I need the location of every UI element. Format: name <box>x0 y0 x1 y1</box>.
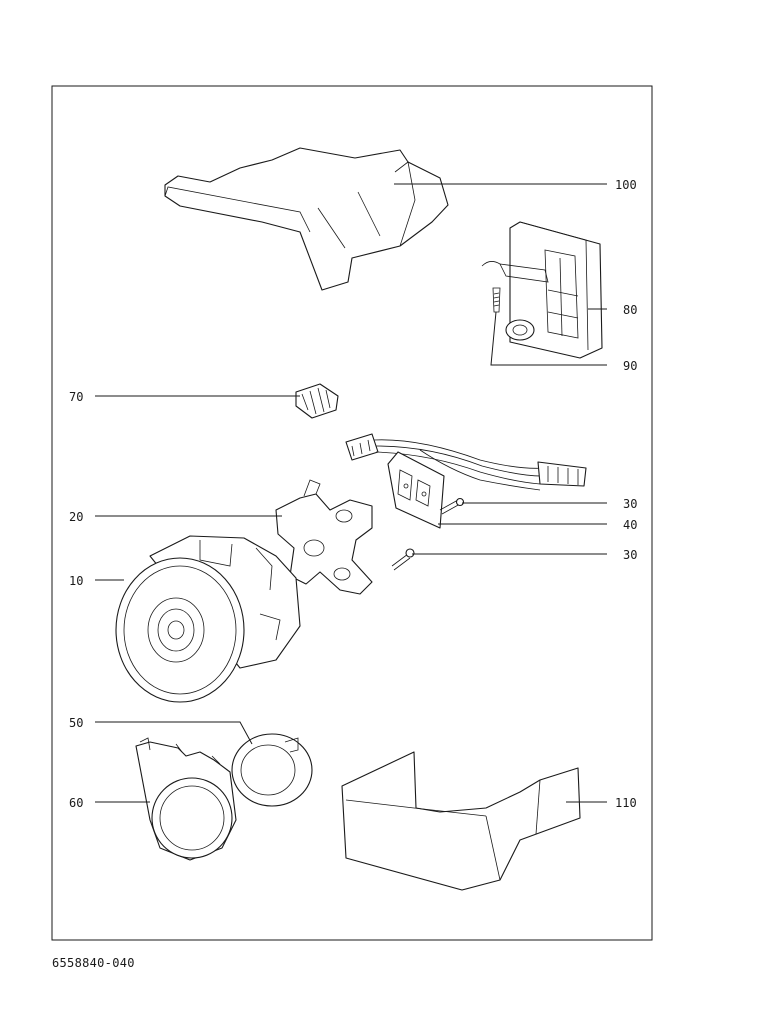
diagram-border <box>51 85 653 941</box>
part-110-bottom-tray <box>341 751 581 891</box>
wiring-harness <box>345 433 587 491</box>
leader-90 <box>490 311 607 366</box>
callout-110: 110 <box>615 796 637 810</box>
part-90-screw <box>492 287 501 313</box>
part-70-connector <box>295 383 339 419</box>
leader-lines <box>95 183 607 803</box>
callout-70: 70 <box>69 390 83 404</box>
callout-40: 40 <box>623 518 637 532</box>
part-80-bracket <box>481 221 603 359</box>
callout-30-lower: 30 <box>623 548 637 562</box>
callout-50: 50 <box>69 716 83 730</box>
part-20-motor-bracket <box>275 479 373 595</box>
callout-10: 10 <box>69 574 83 588</box>
part-30-screw-upper <box>439 497 465 515</box>
part-60-fan-housing <box>135 737 237 861</box>
leader-50 <box>95 721 253 745</box>
part-40-circuit-board <box>387 451 445 529</box>
callout-60: 60 <box>69 796 83 810</box>
callout-100: 100 <box>615 178 637 192</box>
callout-90: 90 <box>623 359 637 373</box>
callout-30-upper: 30 <box>623 497 637 511</box>
part-10-motor <box>115 535 301 703</box>
callout-80: 80 <box>623 303 637 317</box>
callout-20: 20 <box>69 510 83 524</box>
part-30-screw-lower <box>391 548 415 571</box>
part-100-top-cover <box>164 147 449 291</box>
part-50-ring <box>231 733 313 807</box>
document-number: 6558840-040 <box>52 956 135 970</box>
